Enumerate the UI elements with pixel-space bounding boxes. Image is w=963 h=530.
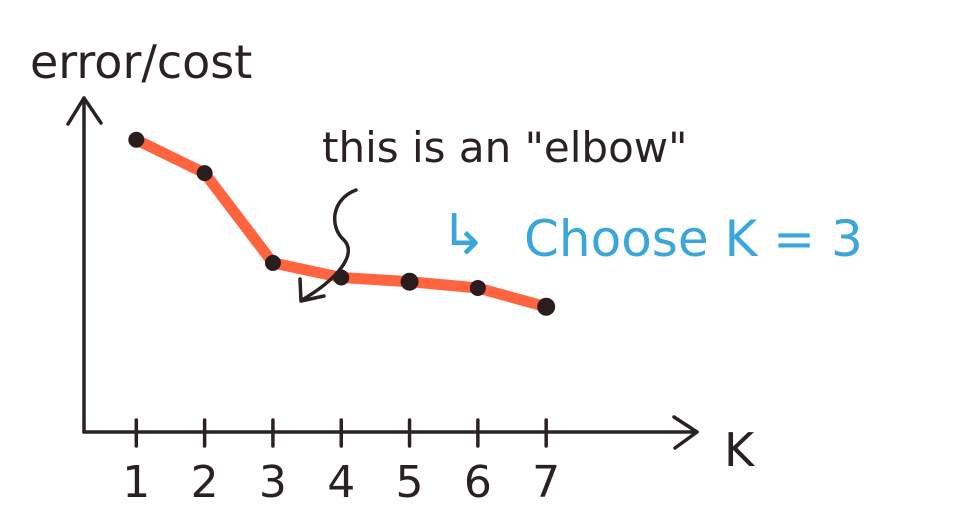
x-tick-label: 4 [327,457,355,508]
y-axis-arrow [66,96,103,126]
elbow-annotation: this is an "elbow" [322,123,687,172]
data-point [196,165,213,182]
data-point [400,272,419,291]
y-axis-label: error/cost [30,35,252,89]
x-axis-arrow [672,415,699,450]
elbow-arrow [300,188,358,302]
data-point [537,297,556,316]
x-axis-label: K [724,423,756,477]
x-tick-label: 5 [396,457,424,508]
elbow-arrow-head [298,277,326,303]
choice-arrow-icon: ↳ [440,203,487,268]
x-tick-label: 7 [532,457,560,508]
data-point [469,279,486,296]
x-tick-label: 6 [464,457,492,508]
x-ticks [134,418,548,448]
choice-annotation: Choose K = 3 [524,210,863,268]
x-tick-label: 1 [122,457,150,508]
data-point [264,254,281,271]
data-point [128,131,145,148]
x-tick-label: 2 [191,457,219,508]
x-tick-label: 3 [259,457,287,508]
